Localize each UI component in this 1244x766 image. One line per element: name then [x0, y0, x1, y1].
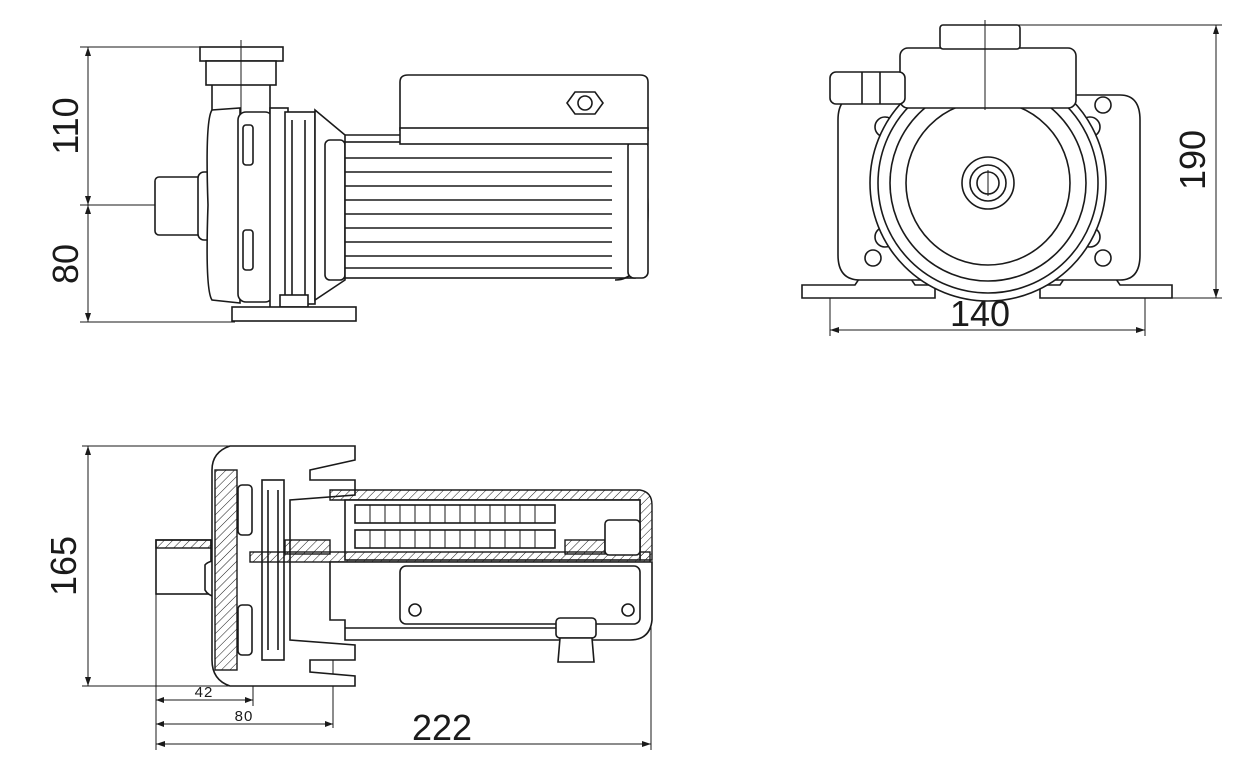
- motor-fins: [345, 157, 612, 269]
- dimension-190: 190: [1172, 130, 1213, 190]
- dimension-80-section: 80: [235, 708, 254, 725]
- dimension-110: 110: [45, 97, 86, 154]
- pump-casing: [206, 107, 346, 309]
- section-view: 165 42 80 222: [43, 445, 653, 750]
- front-view: 190 140: [801, 20, 1222, 336]
- section-terminal-box: [329, 561, 653, 663]
- front-terminal-box: [829, 20, 1077, 110]
- side-view: 110 80: [45, 40, 649, 323]
- outlet-port: [199, 40, 284, 120]
- dimension-80-side: 80: [45, 244, 86, 284]
- dimension-42: 42: [195, 684, 214, 701]
- dimension-165: 165: [43, 536, 84, 596]
- front-housing: [869, 64, 1107, 302]
- dimension-222: 222: [412, 707, 472, 748]
- rotor-lines: [369, 505, 536, 548]
- front-dimension-lines: [829, 24, 1222, 336]
- side-dimension-lines: [80, 46, 235, 323]
- section-motor: [249, 489, 653, 563]
- terminal-box: [345, 74, 649, 145]
- base-foot: [231, 294, 357, 322]
- motor-body: [344, 139, 649, 281]
